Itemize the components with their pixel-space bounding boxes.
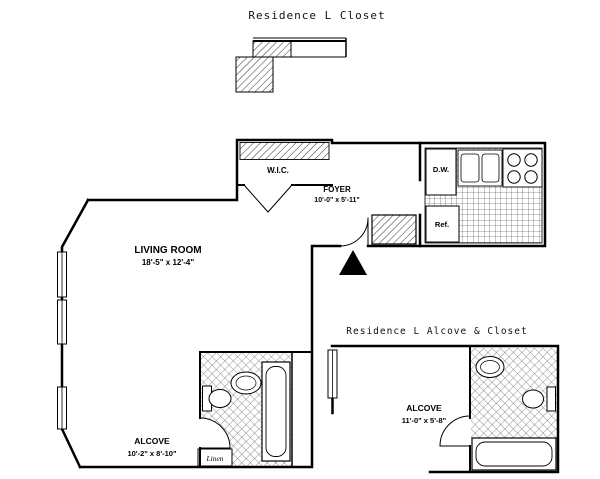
- wall-left-windowed: [60, 198, 90, 469]
- foyer-closet-shelf-hatch: [371, 214, 417, 245]
- wall-outline-top: [86, 138, 547, 248]
- stove-burners: [502, 148, 543, 188]
- wall-outline-bottom: [78, 244, 342, 469]
- entry-triangle-marker: [339, 250, 367, 275]
- bathroom-door: [199, 417, 231, 449]
- refrigerator: [425, 205, 460, 243]
- label-dishwasher: D.W.: [433, 165, 449, 174]
- label-linen: Linen: [205, 454, 223, 463]
- wall2-outline: [330, 344, 560, 474]
- alcove-closet-floor-plan: [327, 344, 560, 474]
- bathtub: [261, 361, 291, 462]
- wic-shelf-hatch: [239, 142, 330, 160]
- main-floor-plan: [57, 138, 547, 469]
- room-dims-alcove: 10'-2" x 8'-10": [127, 449, 176, 458]
- room-label-alcove: ALCOVE: [134, 436, 170, 446]
- plan-title-alcove-closet: Residence L Alcove & Closet: [346, 326, 527, 337]
- bathroom2-door: [439, 415, 471, 447]
- dishwasher: [425, 148, 457, 196]
- window-alcove: [327, 349, 338, 399]
- wall-bathroom: [199, 351, 313, 468]
- entry-door: [339, 217, 369, 247]
- room-label-wic: W.I.C.: [267, 166, 289, 175]
- bathroom-door-swing-clear: [200, 418, 230, 448]
- room-dims-foyer: 10'-0" x 5'-11": [314, 197, 359, 204]
- closet-shelf-lower: [235, 56, 274, 93]
- wic-bifold-door: [243, 184, 293, 213]
- kitchen-sink: [457, 149, 503, 187]
- plan-title-closet: Residence L Closet: [248, 9, 385, 22]
- room-label-alcove-2: ALCOVE: [406, 403, 442, 413]
- label-refrigerator: Ref.: [435, 220, 449, 229]
- closet-shelf-upper: [252, 40, 292, 58]
- window-living-2: [57, 299, 67, 345]
- room-label-foyer: FOYER: [323, 185, 351, 194]
- bathroom-sink: [230, 371, 262, 395]
- room-dims-alcove-2: 11'-0" x 5'-8": [402, 416, 447, 425]
- bathroom2-sink: [475, 356, 505, 378]
- window-living-1: [57, 251, 67, 298]
- closet-section-diagram: [235, 37, 347, 93]
- toilet-2: [522, 386, 556, 412]
- room-label-living-room: LIVING ROOM: [134, 245, 201, 256]
- room-dims-living-room: 18'-5" x 12'-4": [142, 258, 195, 267]
- toilet: [202, 385, 232, 412]
- bathtub-2: [471, 437, 557, 471]
- window-living-3: [57, 386, 67, 430]
